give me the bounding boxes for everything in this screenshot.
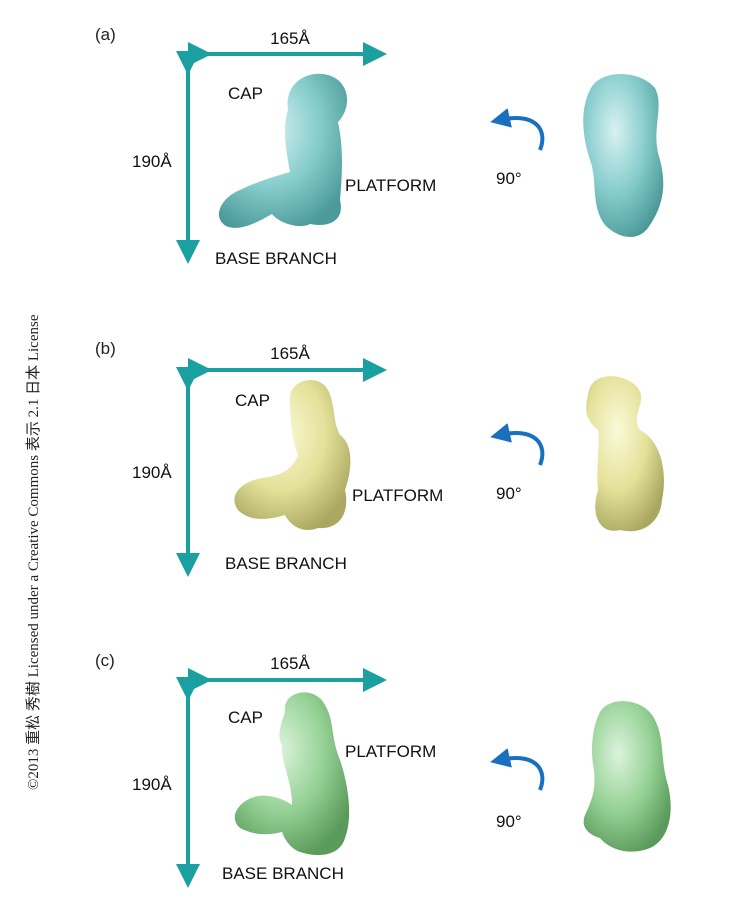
protein-density-side: [583, 701, 671, 852]
width-label: 165Å: [270, 654, 310, 673]
panel-a: (a) 165Å 190Å CAP PLATFORM BASE BRANCH 9…: [95, 25, 664, 268]
rotation-label: 90°: [496, 812, 522, 831]
protein-density-front: [234, 379, 351, 530]
panel-label: (b): [95, 339, 116, 358]
protein-density-side: [586, 376, 664, 532]
rotate-arrow-icon: [490, 108, 545, 151]
height-label: 190Å: [132, 152, 172, 171]
rotate-arrow-icon: [490, 423, 545, 466]
panel-b: (b) 165Å 190Å CAP PLATFORM BASE BRANCH 9…: [95, 339, 664, 577]
platform-label: PLATFORM: [345, 742, 436, 761]
base-branch-label: BASE BRANCH: [225, 554, 347, 573]
protein-density-front: [218, 73, 348, 228]
protein-density-side: [583, 74, 664, 238]
base-branch-label: BASE BRANCH: [222, 864, 344, 883]
panel-c: (c) 165Å 190Å CAP PLATFORM BASE BRANCH 9…: [95, 651, 671, 888]
license-credit: ©2013 重松 秀樹 Licensed under a Creative Co…: [25, 314, 42, 790]
height-label: 190Å: [132, 775, 172, 794]
panel-label: (c): [95, 651, 115, 670]
cap-label: CAP: [228, 84, 263, 103]
panel-label: (a): [95, 25, 116, 44]
platform-label: PLATFORM: [352, 486, 443, 505]
platform-label: PLATFORM: [345, 176, 436, 195]
credit-line: ©2013 重松 秀樹 Licensed under a Creative Co…: [25, 314, 42, 790]
base-branch-label: BASE BRANCH: [215, 249, 337, 268]
width-label: 165Å: [270, 344, 310, 363]
cap-label: CAP: [228, 708, 263, 727]
rotate-arrow-icon: [490, 748, 545, 791]
rotation-label: 90°: [496, 169, 522, 188]
width-label: 165Å: [270, 29, 310, 48]
protein-density-front: [234, 692, 350, 856]
height-label: 190Å: [132, 463, 172, 482]
cap-label: CAP: [235, 391, 270, 410]
rotation-label: 90°: [496, 484, 522, 503]
